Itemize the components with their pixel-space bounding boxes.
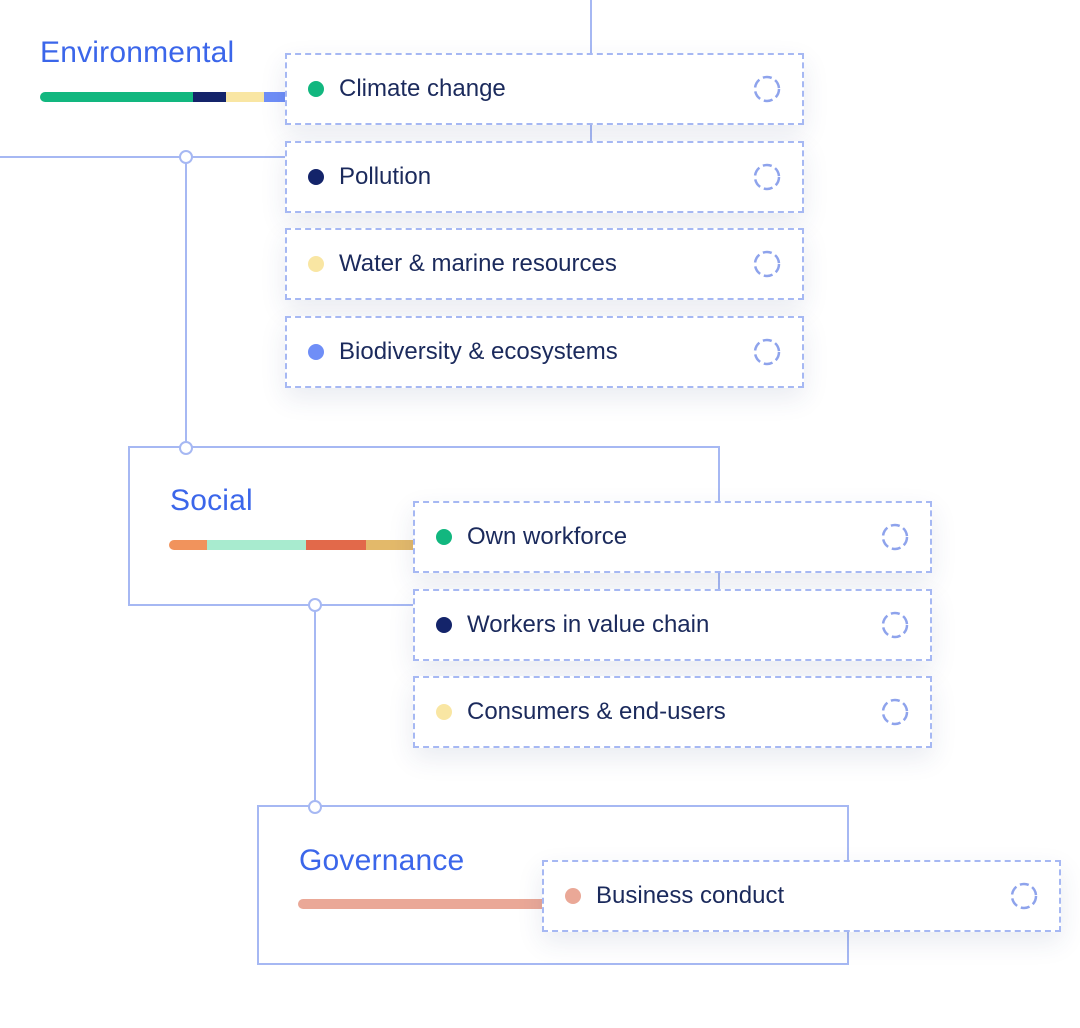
status-dot <box>308 256 324 272</box>
bar-segment <box>366 540 419 550</box>
status-dot <box>436 704 452 720</box>
bar-segment <box>226 92 264 102</box>
dashed-circle-icon <box>881 523 909 551</box>
topic-card-own-workforce[interactable]: Own workforce <box>413 501 932 573</box>
topic-card-climate-change[interactable]: Climate change <box>285 53 804 125</box>
dashed-circle-icon <box>881 698 909 726</box>
dashed-circle-icon <box>753 250 781 278</box>
group-title-governance: Governance <box>299 844 465 877</box>
group-title-environmental: Environmental <box>40 36 235 69</box>
status-dot <box>436 617 452 633</box>
bar-segment <box>298 899 548 909</box>
topic-label: Pollution <box>339 163 432 190</box>
segment-bar-governance <box>298 899 548 909</box>
topic-card-workers-value-chain[interactable]: Workers in value chain <box>413 589 932 661</box>
dashed-circle-icon <box>753 163 781 191</box>
topic-label: Consumers & end-users <box>467 698 726 725</box>
status-dot <box>565 888 581 904</box>
bar-segment <box>40 92 193 102</box>
dashed-circle-icon <box>753 338 781 366</box>
topic-card-water-marine[interactable]: Water & marine resources <box>285 228 804 300</box>
topic-label: Workers in value chain <box>467 611 710 638</box>
topic-card-consumers[interactable]: Consumers & end-users <box>413 676 932 748</box>
bar-segment <box>193 92 226 102</box>
group-title-social: Social <box>170 484 253 517</box>
topic-label: Climate change <box>339 75 506 102</box>
topic-label: Biodiversity & ecosystems <box>339 338 618 365</box>
bar-segment <box>264 92 290 102</box>
topic-label: Business conduct <box>596 882 785 909</box>
topic-card-business-conduct[interactable]: Business conduct <box>542 860 1061 932</box>
bar-segment <box>207 540 306 550</box>
topic-label: Own workforce <box>467 523 628 550</box>
topic-label: Water & marine resources <box>339 250 617 277</box>
topic-card-biodiversity[interactable]: Biodiversity & ecosystems <box>285 316 804 388</box>
segment-bar-social <box>169 540 419 550</box>
status-dot <box>308 169 324 185</box>
status-dot <box>308 81 324 97</box>
dashed-circle-icon <box>881 611 909 639</box>
dashed-circle-icon <box>1010 882 1038 910</box>
dashed-circle-icon <box>753 75 781 103</box>
bar-segment <box>306 540 366 550</box>
status-dot <box>436 529 452 545</box>
bar-segment <box>169 540 207 550</box>
topic-card-pollution[interactable]: Pollution <box>285 141 804 213</box>
segment-bar-environmental <box>40 92 290 102</box>
status-dot <box>308 344 324 360</box>
